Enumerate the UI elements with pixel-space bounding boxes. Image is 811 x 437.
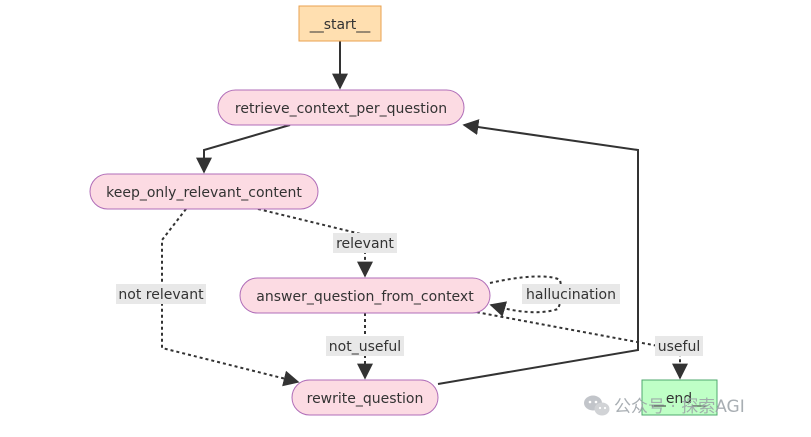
svg-text:answer_question_from_context: answer_question_from_context <box>256 289 474 305</box>
svg-text:rewrite_question: rewrite_question <box>307 391 424 407</box>
nodes: __start__ retrieve_context_per_question … <box>89 5 718 416</box>
edge-labels: relevant not relevant hallucination not_… <box>116 233 703 356</box>
edge-retrieve-to-keep <box>196 124 291 174</box>
edge-keep-to-rewrite <box>161 208 300 387</box>
node-keep-only-relevant-content[interactable]: keep_only_relevant_content <box>89 173 319 210</box>
node-retrieve-context-per-question[interactable]: retrieve_context_per_question <box>217 89 465 126</box>
svg-text:__start__: __start__ <box>309 17 372 33</box>
edge-label-useful: useful <box>655 336 703 356</box>
edge-label-relevant: relevant <box>333 233 397 253</box>
watermark: 公众号 · 探索AGI <box>584 395 745 417</box>
svg-text:hallucination: hallucination <box>526 287 616 303</box>
edge-label-hallucination: hallucination <box>522 284 620 304</box>
edge-label-not-relevant: not relevant <box>116 284 206 304</box>
watermark-text: 公众号 · 探索AGI <box>614 397 745 417</box>
node-end[interactable]: __end__ <box>641 379 718 416</box>
svg-text:retrieve_context_per_question: retrieve_context_per_question <box>235 101 447 117</box>
node-rewrite-question[interactable]: rewrite_question <box>291 379 439 416</box>
svg-text:not_useful: not_useful <box>329 339 401 355</box>
svg-text:__end__: __end__ <box>651 391 707 407</box>
svg-text:keep_only_relevant_content: keep_only_relevant_content <box>106 185 302 201</box>
svg-text:relevant: relevant <box>336 236 394 252</box>
edge-rewrite-to-retrieve <box>437 119 639 385</box>
edge-answer-to-end <box>464 309 688 380</box>
node-start[interactable]: __start__ <box>298 5 382 42</box>
node-answer-question-from-context[interactable]: answer_question_from_context <box>239 277 491 314</box>
wechat-icon <box>584 395 610 416</box>
svg-text:useful: useful <box>658 339 700 355</box>
svg-text:not relevant: not relevant <box>118 287 204 303</box>
edge-label-not-useful: not_useful <box>326 336 404 356</box>
